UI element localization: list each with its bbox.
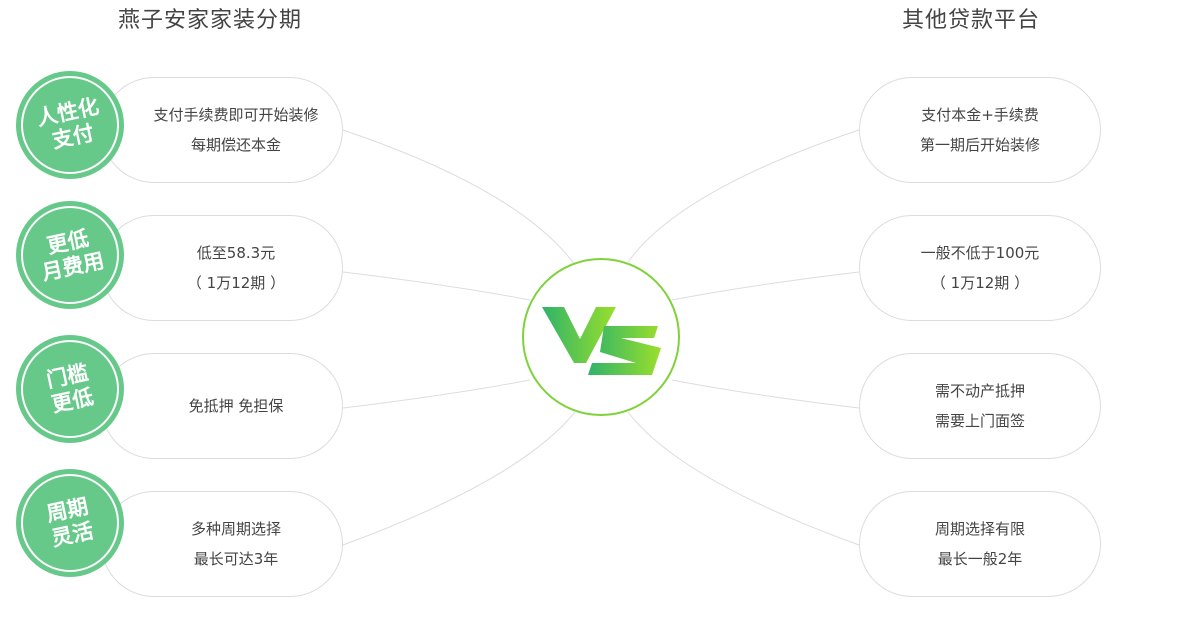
feature-text-line: 最长可达3年 [193, 550, 279, 568]
feature-text-line: 周期选择有限 [934, 520, 1025, 538]
right-feature-card: 周期选择有限 最长一般2年 [859, 491, 1101, 597]
feature-text-line: 第一期后开始装修 [919, 136, 1040, 154]
connector-line [671, 379, 860, 409]
feature-badge: 人性化 支付 [16, 71, 124, 179]
right-feature-card: 需不动产抵押 需要上门面签 [859, 353, 1101, 459]
feature-text-line: （ 1万12期 ） [930, 274, 1030, 292]
left-column-title: 燕子安家家装分期 [118, 8, 303, 33]
feature-text-line: 一般不低于100元 [920, 244, 1040, 262]
feature-text-line: 需要上门面签 [934, 412, 1025, 430]
left-feature-card: 支付手续费即可开始装修 每期偿还本金 [101, 77, 343, 183]
vs-icon [542, 307, 661, 375]
feature-text-line: 需不动产抵押 [934, 382, 1025, 400]
feature-text-line: 最长一般2年 [937, 550, 1023, 568]
feature-text-line: 支付手续费即可开始装修 [153, 106, 319, 124]
feature-text-line: 每期偿还本金 [190, 136, 281, 154]
feature-badge: 门槛 更低 [16, 335, 124, 443]
feature-text-line: 免抵押 免担保 [188, 397, 284, 415]
feature-badge: 周期 灵活 [16, 469, 124, 577]
right-column-title: 其他贷款平台 [902, 8, 1041, 33]
left-feature-card: 低至58.3元 （ 1万12期 ） [101, 215, 343, 321]
right-feature-card: 支付本金+手续费 第一期后开始装修 [859, 77, 1101, 183]
feature-text-line: （ 1万12期 ） [186, 274, 286, 292]
feature-text-line: 支付本金+手续费 [921, 106, 1039, 124]
vs-badge [522, 258, 680, 416]
left-feature-card: 免抵押 免担保 [101, 353, 343, 459]
connector-line [342, 379, 531, 409]
connector-line [627, 129, 860, 263]
connector-line [342, 271, 531, 301]
feature-text-line: 低至58.3元 [196, 244, 276, 262]
feature-badge: 更低 月费用 [16, 201, 124, 309]
connector-line [671, 271, 860, 301]
right-feature-card: 一般不低于100元 （ 1万12期 ） [859, 215, 1101, 321]
connector-line [342, 129, 576, 266]
left-feature-card: 多种周期选择 最长可达3年 [101, 491, 343, 597]
feature-text-line: 多种周期选择 [190, 520, 281, 538]
connector-line [627, 411, 860, 546]
connector-line [342, 411, 576, 546]
